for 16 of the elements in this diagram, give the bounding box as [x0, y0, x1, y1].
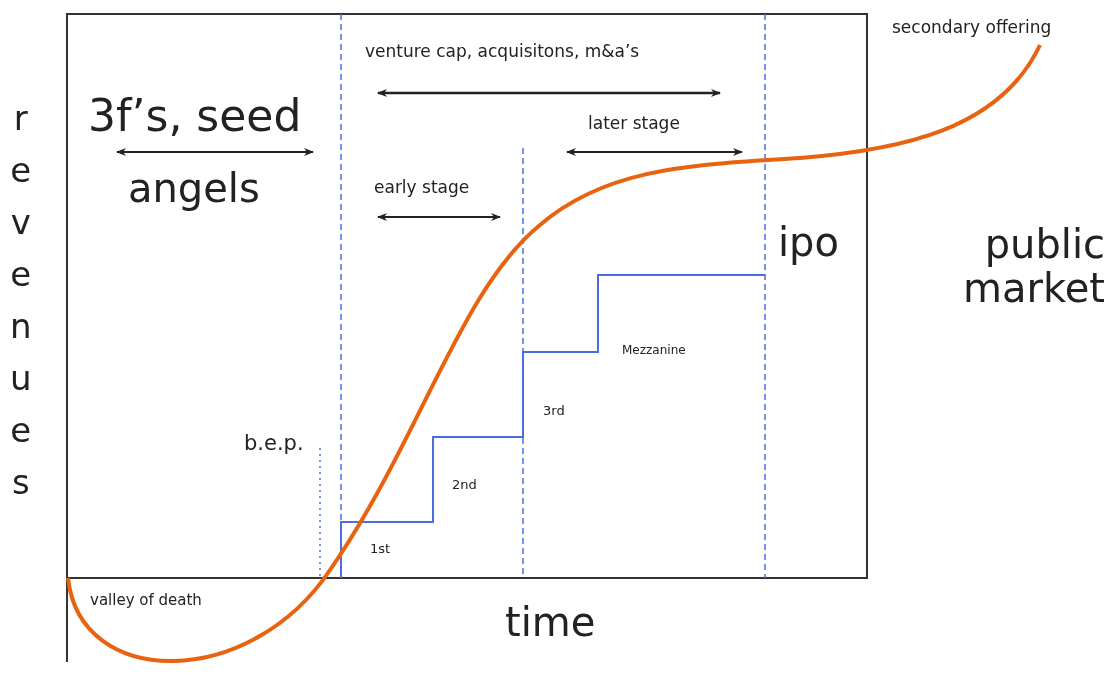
stage-label: later stage: [588, 114, 680, 133]
stage-label: venture cap, acquisitons, m&a’s: [365, 42, 640, 61]
stage-label: 3f’s, seed: [88, 92, 302, 141]
stage-label: public market: [962, 222, 1105, 310]
axis-title: time: [505, 600, 596, 644]
stage-label: early stage: [374, 178, 470, 197]
stage-label: ipo: [778, 220, 839, 264]
stage-label: secondary offering: [892, 18, 1052, 37]
round-label: Mezzanine: [622, 344, 686, 358]
region-label: valley of death: [90, 592, 202, 609]
round-label: 3rd: [543, 404, 565, 419]
round-label: 1st: [370, 542, 391, 557]
round-label: 2nd: [452, 478, 477, 493]
stage-label: angels: [128, 166, 260, 210]
point-label: b.e.p.: [244, 432, 304, 456]
axis-title: revenues: [10, 97, 32, 504]
